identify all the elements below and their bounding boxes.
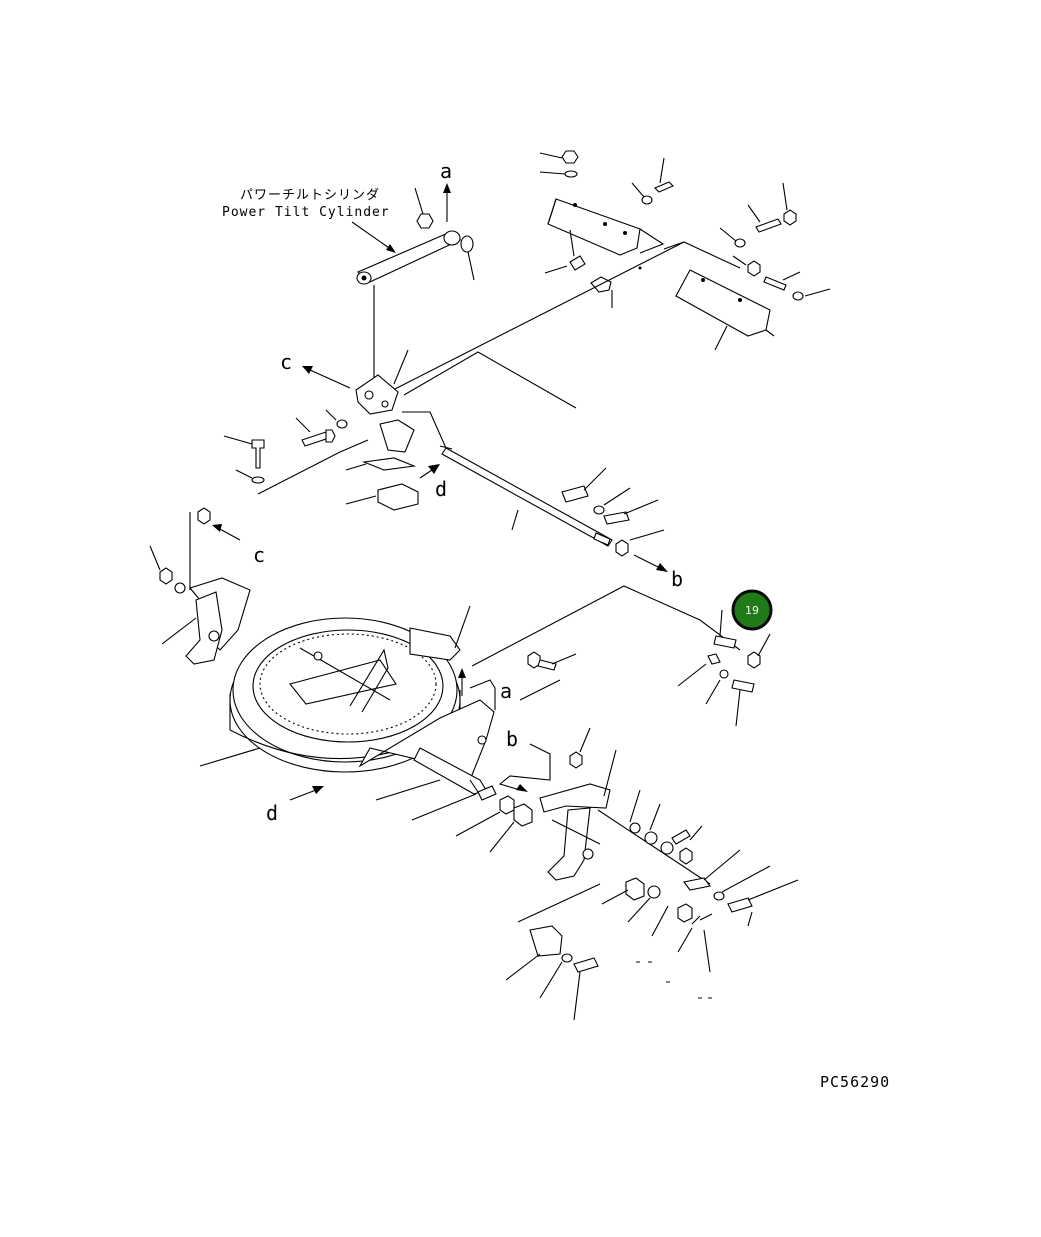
top-right-fasteners [539,150,831,351]
ring-bracket [409,605,496,710]
shaft-bracket-line [402,411,447,449]
shaft-upper-line [403,351,577,409]
label-b-low: b [506,727,518,751]
long-shaft [439,445,613,547]
arrow-a-top-head [443,183,451,193]
cylinder-washers [414,187,475,281]
lower-left-bolts [519,651,577,701]
shaft-leader [511,509,519,531]
spring-blocks [345,457,419,511]
lower-shaft-parts [375,779,533,853]
pedal-connect-line [388,241,685,393]
caption-en: Power Tilt Cylinder [222,205,390,220]
label-c-top: c [280,350,292,374]
label-c-mid: c [253,543,265,567]
ring-connect-line [471,585,741,667]
label-a-low: a [500,679,512,703]
power-tilt-cylinder [356,230,462,285]
drawing-code: PC56290 [820,1073,890,1091]
bracket-bolts [223,409,369,495]
arrow-b-mid-head [656,563,668,572]
label-d-top: d [435,477,447,501]
arrow-c-top-head [302,366,313,374]
arrow-c-top-shaft [309,369,351,389]
caption-leader [351,221,393,251]
caption-jp: パワーチルトシリンダ [240,188,380,203]
caption-arrowhead [386,244,396,253]
label-b-mid: b [671,567,683,591]
arrow-b-low-head [516,784,528,792]
arrow-d-low-head [312,786,324,794]
callout-19-circle[interactable] [731,589,773,631]
lower-arm [358,699,495,799]
label-a-top: a [440,159,452,183]
shaft-end-parts [561,467,665,557]
dash-marks [636,961,712,999]
pedal-plate-left [547,198,641,256]
upper-bracket [355,349,415,453]
right-pedal-assembly [539,727,711,885]
arrow-d-low-shaft [289,789,317,801]
callout-19-badge[interactable]: 19 [731,589,773,631]
bottom-bracket [505,883,601,1021]
callout-19-number[interactable]: 19 [745,604,759,617]
arrow-d-top-head [428,464,440,474]
steering-ring [199,617,461,773]
clip-clamp [544,229,642,308]
label-d-low: d [266,801,278,825]
arrow-b-mid-shaft [633,554,661,569]
left-pedal-assembly [149,507,251,665]
b-low-leader [498,743,551,791]
pedal-link-1 [639,228,665,254]
arrow-d-top-shaft [419,469,433,479]
right-pedal-fasteners [601,789,799,973]
pedal-plate-right [675,269,775,337]
callout-19-parts [677,609,771,727]
